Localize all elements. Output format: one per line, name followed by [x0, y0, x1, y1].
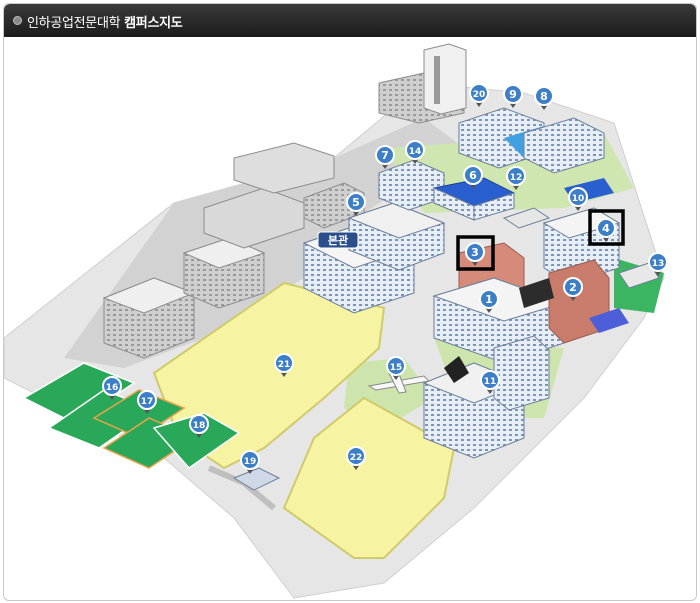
marker-number: 16 [106, 383, 119, 393]
marker-circle [375, 145, 395, 165]
marker-number: 13 [652, 259, 665, 269]
map-marker-6[interactable]: 6 [463, 165, 483, 189]
marker-circle [503, 84, 523, 104]
marker-number: 15 [390, 363, 403, 373]
gray-buildings [102, 43, 467, 359]
marker-circle [102, 376, 122, 396]
marker-circle [463, 165, 483, 185]
sports-field-22 [282, 396, 456, 559]
court [92, 389, 186, 439]
marker-number: 12 [510, 173, 523, 183]
marker-circle [506, 166, 526, 186]
marker-number: 3 [471, 246, 479, 259]
map-marker-4[interactable]: 4 [596, 218, 616, 242]
marker-number: 8 [540, 90, 548, 103]
marker-circle [534, 86, 554, 106]
campus-buildings [232, 107, 660, 491]
marker-number: 2 [569, 281, 577, 294]
marker-circle [274, 353, 294, 373]
marker-circle [240, 450, 260, 470]
marker-number: 11 [484, 377, 497, 387]
map-marker-14[interactable]: 14 [405, 140, 425, 164]
marker-number: 21 [278, 360, 291, 370]
map-marker-9[interactable]: 9 [503, 84, 523, 108]
title-prefix: 인하공업전문대학 [27, 16, 121, 31]
marker-circle [648, 252, 668, 272]
marker-number: 18 [193, 421, 206, 431]
court [152, 412, 241, 470]
map-marker-19[interactable]: 19 [240, 450, 260, 474]
title-bar: 인하공업전문대학 캠퍼스지도 [4, 4, 696, 37]
marker-circle [465, 242, 485, 262]
map-marker-11[interactable]: 11 [480, 370, 500, 394]
map-marker-2[interactable]: 2 [563, 277, 583, 301]
main-building-label[interactable]: 본관 [317, 231, 359, 249]
map-marker-12[interactable]: 12 [506, 166, 526, 190]
highlight-box-3 [456, 235, 495, 271]
marker-circle [405, 140, 425, 160]
marker-number: 1 [485, 293, 493, 306]
marker-number: 14 [409, 147, 422, 157]
marker-circle [480, 370, 500, 390]
marker-circle [137, 390, 157, 410]
marker-circle [346, 192, 366, 212]
map-marker-15[interactable]: 15 [386, 356, 406, 380]
marker-circle [563, 277, 583, 297]
marker-number: 6 [469, 169, 477, 182]
main-building-text: 본관 [328, 233, 348, 247]
map-marker-5[interactable]: 5 [346, 192, 366, 216]
marker-number: 4 [602, 222, 610, 235]
highlight-box-4 [588, 209, 625, 246]
map-marker-1[interactable]: 1 [479, 289, 499, 313]
marker-number: 20 [473, 90, 486, 100]
marker-number: 9 [509, 88, 517, 101]
marker-number: 7 [381, 149, 389, 162]
map-marker-17[interactable]: 17 [137, 390, 157, 414]
marker-circle [386, 356, 406, 376]
marker-number: 19 [244, 457, 257, 467]
map-marker-18[interactable]: 18 [189, 414, 209, 438]
marker-circle [469, 83, 489, 103]
marker-number: 22 [350, 453, 363, 463]
map-marker-3[interactable]: 3 [465, 242, 485, 266]
map-marker-13[interactable]: 13 [648, 252, 668, 276]
title-bold: 캠퍼스지도 [124, 16, 183, 31]
marker-circle [189, 414, 209, 434]
map-marker-21[interactable]: 21 [274, 353, 294, 377]
map-marker-22[interactable]: 22 [346, 446, 366, 470]
marker-number: 17 [141, 397, 154, 407]
marker-circle [568, 187, 588, 207]
marker-number: 10 [572, 194, 585, 204]
marker-circle [346, 446, 366, 466]
map-marker-7[interactable]: 7 [375, 145, 395, 169]
map-marker-16[interactable]: 16 [102, 376, 122, 400]
bullet-icon [13, 16, 22, 25]
map-marker-10[interactable]: 10 [568, 187, 588, 211]
map-marker-8[interactable]: 8 [534, 86, 554, 110]
page-title: 인하공업전문대학 캠퍼스지도 [27, 12, 183, 31]
marker-number: 5 [352, 196, 360, 209]
marker-circle [596, 218, 616, 238]
map-marker-20[interactable]: 20 [469, 83, 489, 107]
map-panel: 인하공업전문대학 캠퍼스지도 [3, 3, 697, 601]
marker-circle [479, 289, 499, 309]
